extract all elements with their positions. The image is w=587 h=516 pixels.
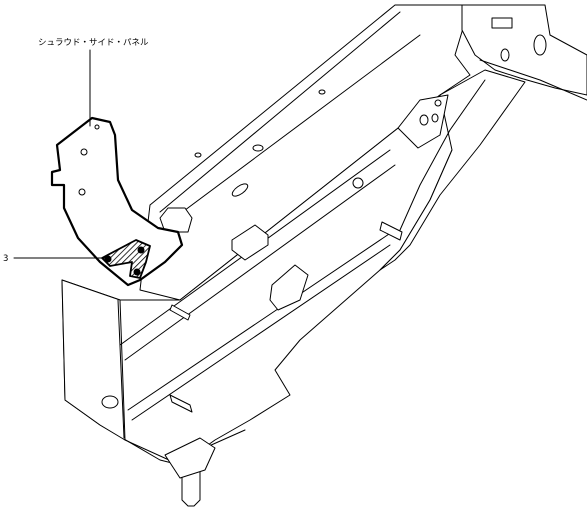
shroud-side-panel — [50, 116, 184, 287]
shroud-hole-3 — [94, 124, 100, 130]
gusset-hole-3 — [434, 99, 442, 107]
rail-hole-4 — [318, 89, 326, 95]
rail-top-surface — [139, 4, 471, 301]
gusset-hole-1 — [419, 114, 429, 126]
upper-structure — [379, 4, 587, 271]
sealer-spot-3 — [133, 268, 141, 276]
diagonal-member — [379, 69, 526, 271]
diagonal-member-edge — [399, 79, 486, 231]
rail-front-face — [61, 279, 126, 441]
upper-hole-2 — [500, 48, 510, 62]
callout-sealer: 3 — [3, 254, 105, 264]
upper-pin — [491, 17, 513, 29]
shroud-hole-1 — [80, 148, 88, 156]
rail-crease-2 — [124, 164, 396, 361]
rail-pin-1 — [169, 394, 193, 413]
rail-crease-3 — [127, 229, 396, 411]
rail-bracket-bottom — [164, 437, 216, 479]
rail-front-flange — [117, 299, 125, 439]
rail-hole-2 — [252, 144, 264, 152]
sealer-spot-2 — [137, 246, 145, 254]
rail-hole-5 — [194, 152, 202, 158]
rail-emboss-1 — [231, 224, 269, 261]
shroud-hole-2 — [78, 188, 86, 196]
rail-hole-3 — [352, 177, 364, 189]
rail-top-edge — [159, 11, 401, 213]
rail-crease-4 — [131, 244, 391, 421]
label-shroud-side-panel: シュラウド・サイド・パネル — [38, 38, 149, 48]
shroud-panel-outline — [50, 116, 184, 287]
rail-emboss-2 — [269, 264, 309, 311]
rail-inner-edge — [164, 34, 421, 226]
rail-hole-1 — [231, 183, 249, 197]
callout-panel-name: シュラウド・サイド・パネル — [38, 38, 149, 127]
sealer-spot-1 — [104, 255, 112, 263]
label-sealer-number: 3 — [3, 254, 8, 264]
upper-hole-1 — [533, 34, 547, 56]
gusset-hole-2 — [431, 113, 439, 123]
diagonal-pin — [379, 221, 403, 241]
rail-front-hole — [101, 395, 119, 409]
rail-pin-2 — [169, 304, 191, 321]
upper-bracket-edge — [479, 59, 587, 101]
